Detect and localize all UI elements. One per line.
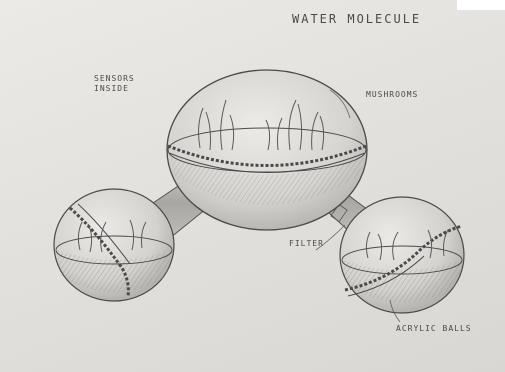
sensors-label-line2: INSIDE [94,84,135,94]
right-sphere [340,197,464,313]
central-sphere [167,70,367,230]
left-sphere [54,189,174,301]
filter-label: FILTER [289,239,324,248]
drawing-title: WATER MOLECULE [292,12,421,26]
sensors-label-line1: SENSORS [94,74,135,84]
acrylic-balls-label: ACRYLIC BALLS [396,324,472,333]
sensors-label: SENSORS INSIDE [94,74,135,94]
mushrooms-label: MUSHROOMS [366,90,418,99]
